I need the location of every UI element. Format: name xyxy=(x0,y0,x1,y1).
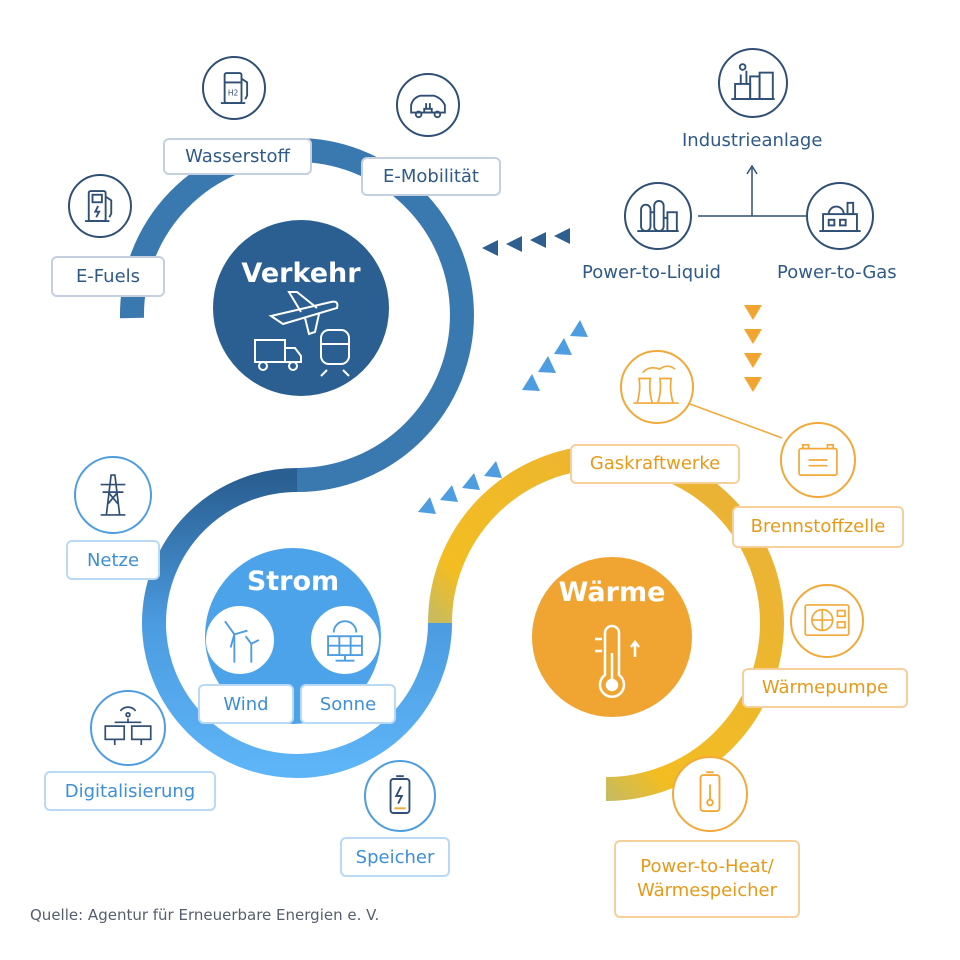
heat-storage-circle xyxy=(672,756,748,832)
arrow-triangles-from-strom-lower xyxy=(418,461,502,514)
airplane-icon xyxy=(268,291,339,336)
power-pylon-circle xyxy=(74,456,152,534)
e-car-icon xyxy=(410,94,446,119)
network-icon xyxy=(104,706,152,746)
refinery-icon xyxy=(637,200,679,232)
hydrogen-pump-icon: H2 xyxy=(220,72,249,104)
gas-plant-circle xyxy=(806,182,874,250)
cooling-tower-icon xyxy=(633,365,679,404)
thermometer-icon xyxy=(595,624,640,698)
gas-plant-icon xyxy=(819,201,861,232)
verkehr-hub: Verkehr xyxy=(213,220,389,396)
heat-storage-icon xyxy=(699,771,721,812)
efuels-label: E-Fuels xyxy=(51,256,165,297)
digitalisierung-label: Digitalisierung xyxy=(44,771,216,811)
factory-circle xyxy=(718,48,788,118)
fuel-pump-icon xyxy=(85,190,113,222)
power-to-gas-label: Power-to-Gas xyxy=(777,262,897,283)
waermepumpe-label: Wärmepumpe xyxy=(742,668,908,708)
waerme-ring xyxy=(428,445,784,801)
gaskraftwerke-label: Gaskraftwerke xyxy=(570,444,740,484)
strom-ring xyxy=(142,468,452,778)
battery-circle xyxy=(364,760,436,832)
sonne-label: Sonne xyxy=(300,684,396,724)
verkehr-ring xyxy=(119,138,474,492)
wasserstoff-label: Wasserstoff xyxy=(163,138,312,175)
waerme-title: Wärme xyxy=(558,577,666,608)
factory-icon xyxy=(731,63,775,100)
wind-turbine-circle xyxy=(206,606,274,674)
industrieanlage-label: Industrieanlage xyxy=(682,130,823,151)
speicher-label: Speicher xyxy=(340,837,450,877)
source-note: Quelle: Agentur für Erneuerbare Energien… xyxy=(30,906,380,924)
power-pylon-icon xyxy=(100,474,126,516)
waerme-hub: Wärme xyxy=(532,557,692,717)
refinery-circle xyxy=(624,182,692,250)
arrow-triangles-from-strom-upper xyxy=(522,320,588,391)
solar-panel-icon xyxy=(327,620,363,662)
power-to-liquid-label: Power-to-Liquid xyxy=(582,262,721,283)
heat-pump-circle xyxy=(790,584,864,658)
svg-text:H2: H2 xyxy=(228,89,239,98)
connector-lines xyxy=(698,164,808,217)
wind-label: Wind xyxy=(198,684,294,724)
wind-turbine-icon xyxy=(224,620,260,663)
e-car-circle xyxy=(396,73,460,137)
arrow-triangles-to-verkehr xyxy=(482,228,570,256)
netze-label: Netze xyxy=(66,540,160,580)
fuel-cell-icon xyxy=(798,443,838,477)
verkehr-title: Verkehr xyxy=(241,258,361,289)
heat-pump-icon xyxy=(804,604,850,637)
emobilitaet-label: E-Mobilität xyxy=(361,157,501,196)
truck-icon xyxy=(254,339,302,371)
cooling-tower-circle xyxy=(620,350,694,424)
strom-title: Strom xyxy=(246,566,340,597)
waerme-connector-lines xyxy=(689,403,783,439)
battery-icon xyxy=(389,775,411,814)
network-circle xyxy=(90,690,166,766)
fuel-pump-circle xyxy=(68,174,132,238)
train-icon xyxy=(320,329,350,377)
solar-panel-circle xyxy=(311,606,379,674)
brennstoffzelle-label: Brennstoffzelle xyxy=(732,506,904,548)
arrow-triangles-to-waerme xyxy=(744,305,762,392)
powertoheat-label: Power-to-Heat/ Wärmespeicher xyxy=(614,840,800,918)
fuel-cell-circle xyxy=(780,422,856,498)
hydrogen-pump-circle: H2 xyxy=(202,56,266,120)
powertoheat-line1: Power-to-Heat/ xyxy=(640,856,774,877)
powertoheat-line2: Wärmespeicher xyxy=(636,880,778,901)
